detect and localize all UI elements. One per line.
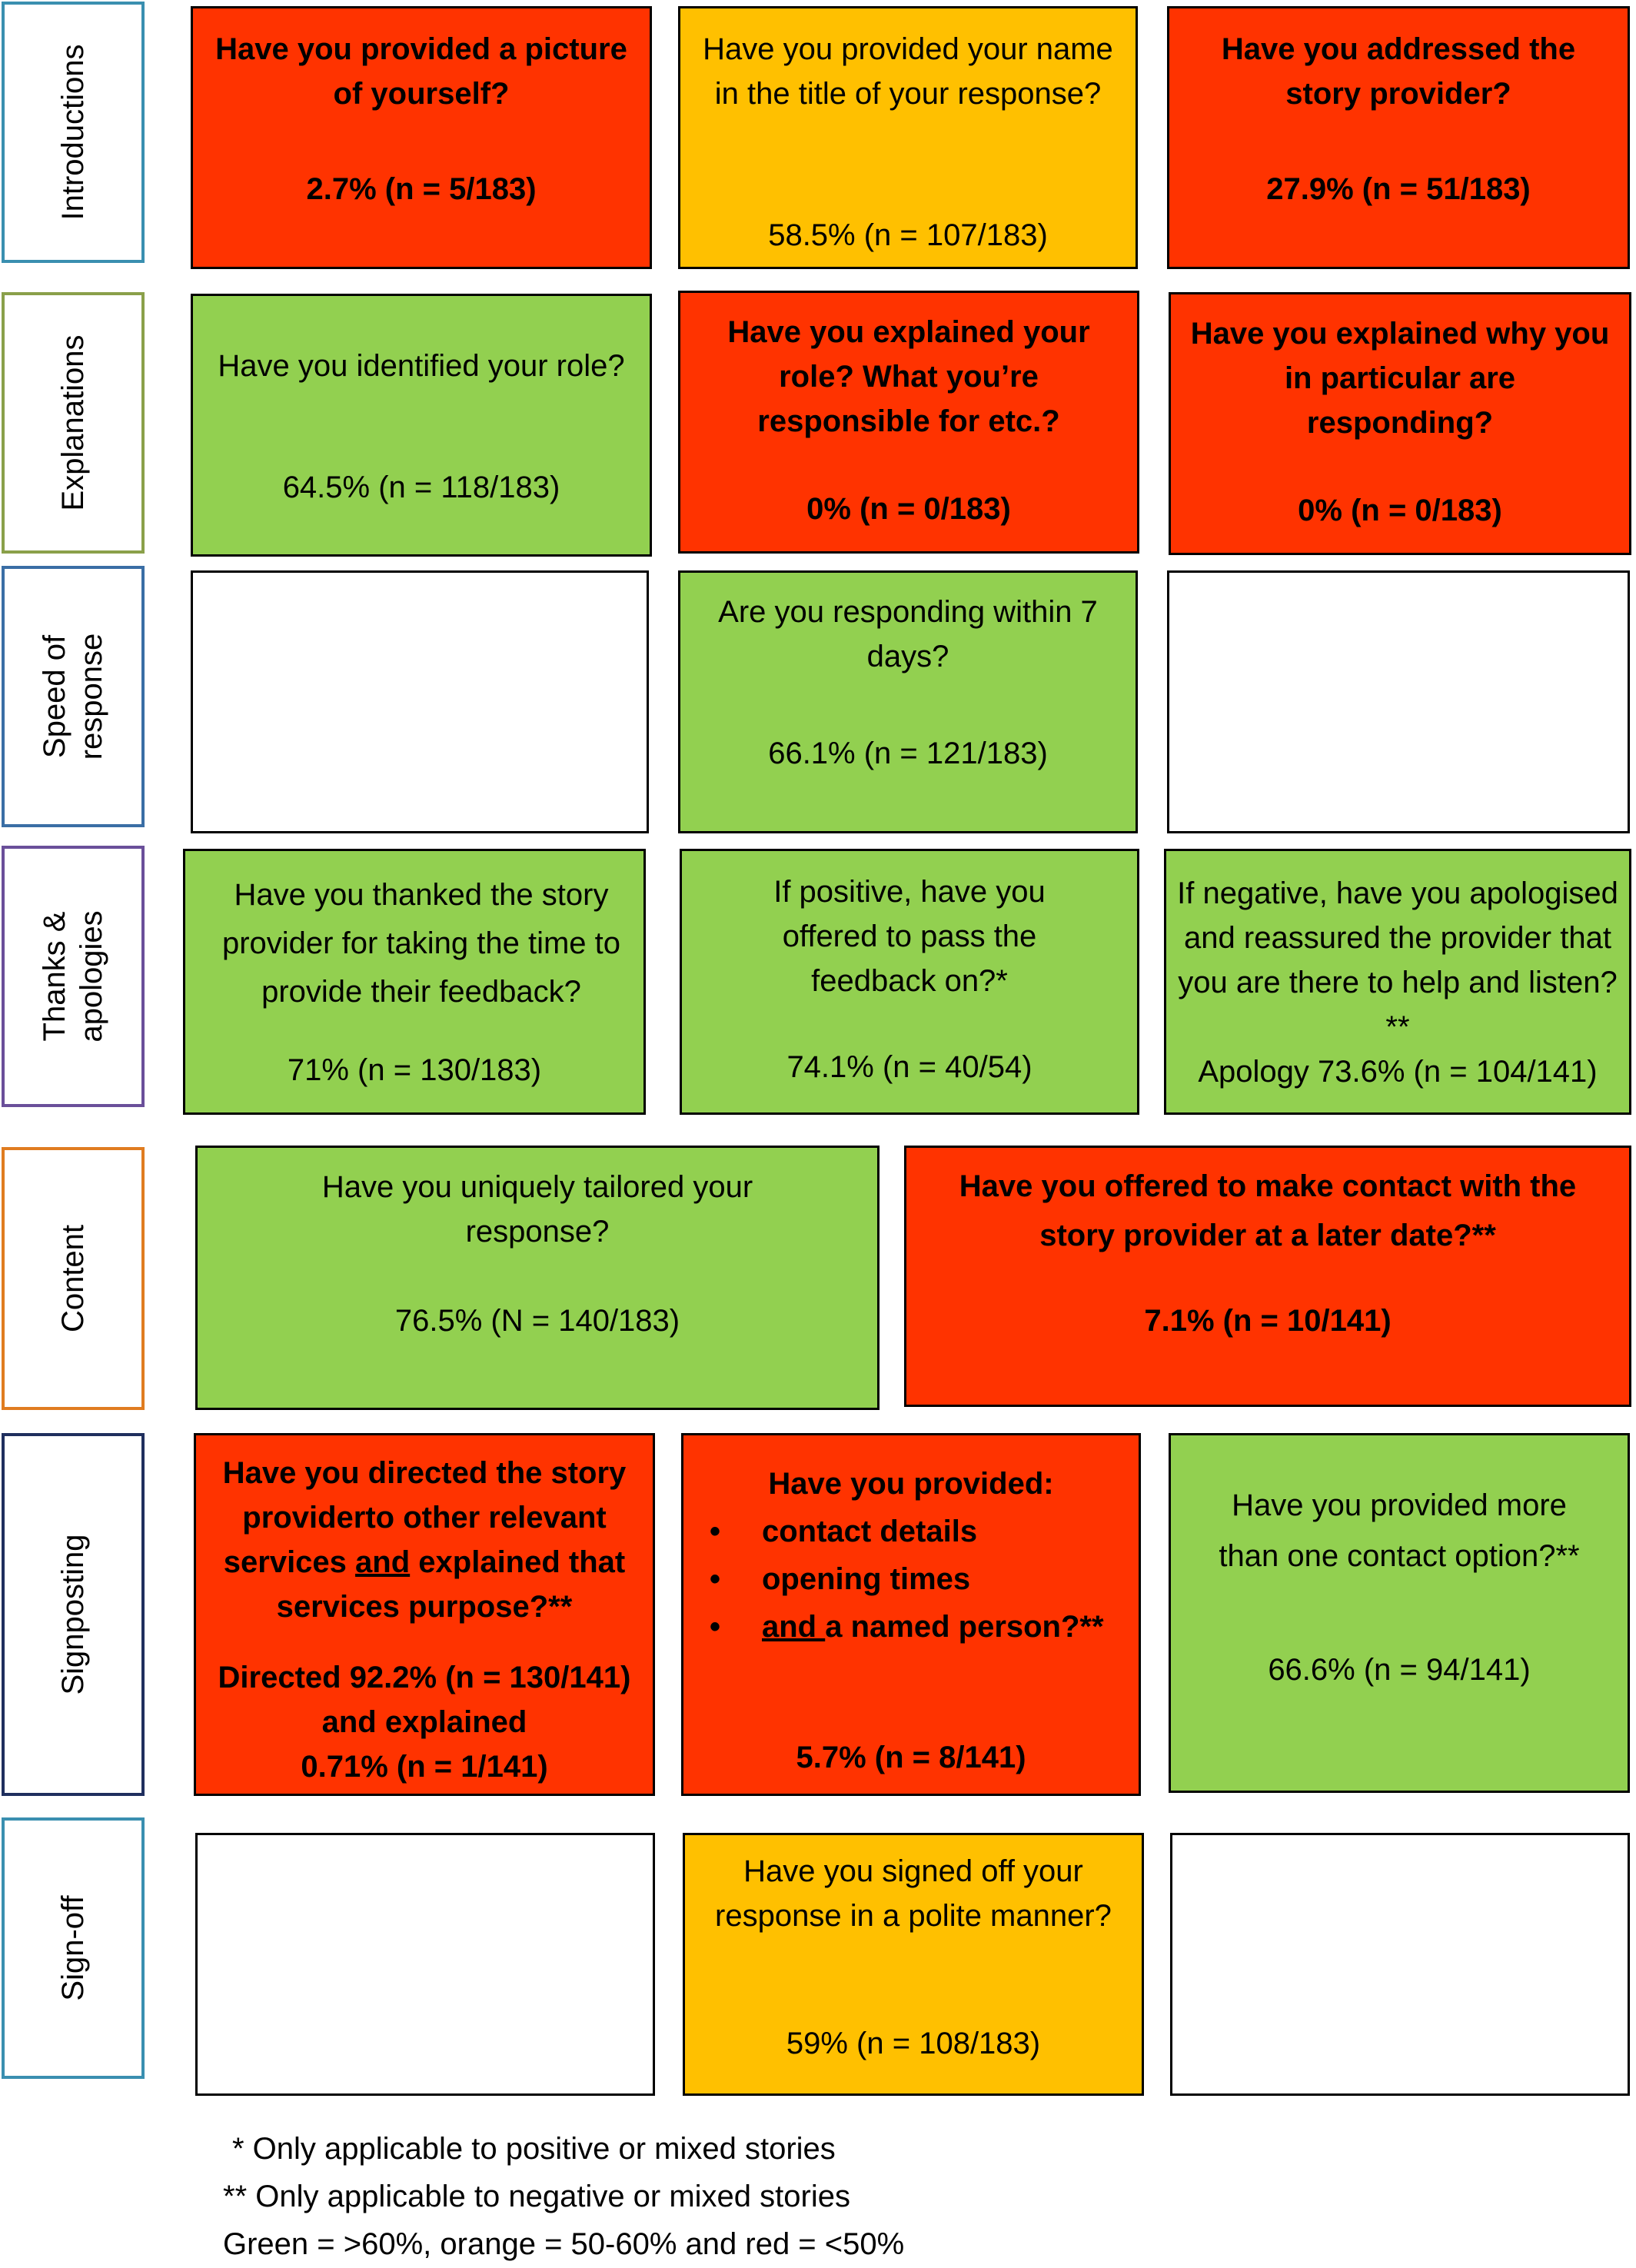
- provided-list: contact details opening times and a name…: [707, 1508, 1123, 1651]
- box-addressed: Have you addressed the story provider? 2…: [1167, 6, 1630, 269]
- list-item: and a named person?**: [707, 1603, 1123, 1651]
- category-label: Content: [56, 1224, 90, 1333]
- category-signposting: Signposting: [2, 1433, 145, 1796]
- category-label: Speed of response: [36, 624, 110, 770]
- box-question: Have you explained your role? What you’r…: [727, 315, 1090, 438]
- box-empty: [195, 1833, 655, 2096]
- box-tailored: Have you uniquely tailored your response…: [195, 1146, 880, 1410]
- box-question: Have you explained why you in particular…: [1190, 317, 1610, 440]
- box-stat: Directed 92.2% (n = 130/141) and explain…: [201, 1655, 648, 1789]
- box-explained-role: Have you explained your role? What you’r…: [678, 291, 1139, 554]
- box-stat: 2.7% (n = 5/183): [306, 172, 537, 206]
- category-content: Content: [2, 1147, 145, 1410]
- category-explanations: Explanations: [2, 292, 145, 554]
- box-empty: [1167, 570, 1630, 833]
- category-label-text: Speed of response: [38, 633, 108, 760]
- legend-line: Green = >60%, orange = 50-60% and red = …: [223, 2227, 905, 2261]
- stat-line: 0.71% (n = 1/141): [301, 1750, 548, 1784]
- box-pass-feedback: If positive, have you offered to pass th…: [680, 849, 1139, 1115]
- box-stat: 27.9% (n = 51/183): [1266, 172, 1531, 206]
- box-thanked: Have you thanked the story provider for …: [183, 849, 646, 1115]
- box-more-contact: Have you provided more than one contact …: [1169, 1433, 1630, 1793]
- legend: * Only applicable to positive or mixed s…: [223, 2125, 904, 2268]
- box-apologised: If negative, have you apologised and rea…: [1164, 849, 1631, 1115]
- box-stat: 66.6% (n = 94/141): [1268, 1653, 1531, 1687]
- box-question: Have you identified your role?: [218, 349, 625, 383]
- category-label: Thanks & apologies: [36, 903, 110, 1049]
- box-stat: 58.5% (n = 107/183): [768, 218, 1048, 252]
- legend-line: ** Only applicable to negative or mixed …: [223, 2180, 850, 2213]
- box-provided: Have you provided: contact details openi…: [681, 1433, 1141, 1796]
- box-question: Have you offered to make contact with th…: [959, 1169, 1577, 1252]
- category-thanks: Thanks & apologies: [2, 846, 145, 1107]
- box-stat: 7.1% (n = 10/141): [1144, 1304, 1392, 1338]
- box-stat: 0% (n = 0/183): [1298, 494, 1502, 527]
- box-empty: [191, 570, 649, 833]
- box-name-title: Have you provided your name in the title…: [678, 6, 1138, 269]
- category-label-text: Thanks & apologies: [38, 910, 108, 1043]
- box-stat: 64.5% (n = 118/183): [282, 471, 560, 504]
- category-label: Explanations: [56, 334, 90, 511]
- box-explained-why: Have you explained why you in particular…: [1169, 292, 1631, 555]
- box-question: Have you signed off your response in a p…: [715, 1854, 1112, 1933]
- box-stat: 5.7% (n = 8/141): [796, 1741, 1026, 1774]
- stat-line: and explained: [321, 1705, 527, 1739]
- category-label: Signposting: [56, 1534, 90, 1695]
- box-identified-role: Have you identified your role? 64.5% (n …: [191, 294, 652, 557]
- box-question: Have you provided a picture of yourself?: [215, 32, 627, 111]
- item-emphasis: and: [762, 1610, 826, 1644]
- box-stat: 74.1% (n = 40/54): [786, 1050, 1032, 1084]
- box-stat: Apology 73.6% (n = 104/141): [1198, 1055, 1598, 1089]
- list-item: contact details: [707, 1508, 1123, 1555]
- box-later-contact: Have you offered to make contact with th…: [904, 1146, 1631, 1407]
- box-directed: Have you directed the story providerto o…: [194, 1433, 655, 1796]
- box-stat: 71% (n = 130/183): [287, 1053, 542, 1087]
- category-signoff: Sign-off: [2, 1817, 145, 2079]
- question-part: Have you directed the story providerto o…: [222, 1456, 627, 1579]
- box-question: Have you addressed the story provider?: [1221, 32, 1576, 111]
- category-label: Sign-off: [56, 1895, 90, 2001]
- category-introductions: Introductions: [2, 2, 145, 263]
- category-label: Introductions: [56, 44, 90, 221]
- category-speed: Speed of response: [2, 566, 145, 827]
- legend-line: * Only applicable to positive or mixed s…: [232, 2132, 836, 2166]
- box-stat: 0% (n = 0/183): [806, 492, 1011, 526]
- box-question: Are you responding within 7 days?: [718, 595, 1098, 673]
- box-stat: 66.1% (n = 121/183): [768, 737, 1048, 770]
- box-question: Have you uniquely tailored your response…: [321, 1170, 753, 1249]
- box-question: Have you provided:: [768, 1467, 1054, 1501]
- item-text: a named person?**: [825, 1610, 1104, 1644]
- list-item: opening times: [707, 1555, 1123, 1603]
- box-question: Have you thanked the story provider for …: [221, 878, 621, 1009]
- box-question: Have you provided your name in the title…: [703, 32, 1113, 111]
- box-stat: 76.5% (N = 140/183): [394, 1304, 680, 1338]
- box-signed-off: Have you signed off your response in a p…: [683, 1833, 1144, 2096]
- box-picture: Have you provided a picture of yourself?…: [191, 6, 652, 269]
- box-question: If negative, have you apologised and rea…: [1177, 876, 1618, 1044]
- question-part: explained that services purpose?**: [276, 1545, 626, 1624]
- question-emphasis: and: [355, 1545, 411, 1579]
- box-empty: [1170, 1833, 1630, 2096]
- box-question: If positive, have you offered to pass th…: [773, 875, 1046, 998]
- box-question: Have you directed the story providerto o…: [207, 1451, 642, 1629]
- box-seven-days: Are you responding within 7 days? 66.1% …: [678, 570, 1138, 833]
- stat-line: Directed 92.2% (n = 130/141): [218, 1661, 631, 1694]
- box-question: Have you provided more than one contact …: [1219, 1488, 1580, 1573]
- box-stat: 59% (n = 108/183): [786, 2027, 1041, 2060]
